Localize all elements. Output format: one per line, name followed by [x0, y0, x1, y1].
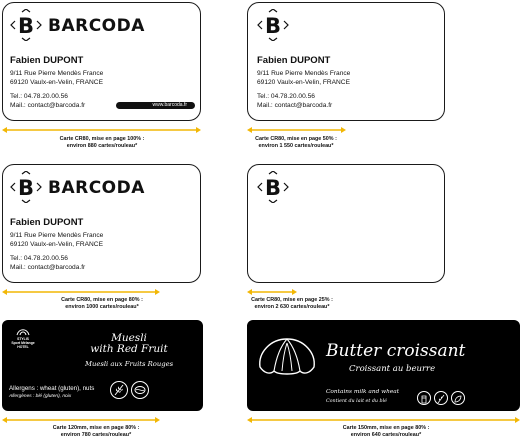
caption-5-line-1: Carte 120mm, mise en page 80% : — [52, 425, 140, 431]
hotel-logo-icon — [16, 329, 30, 336]
contains-en: Contains milk and wheat — [326, 389, 400, 395]
address-line-1: 9/11 Rue Pierre Mendès France — [10, 70, 104, 77]
wheat-icon — [110, 381, 128, 399]
caption-6-line-2: environ 640 cartes/rouleau* — [350, 431, 422, 438]
width-arrow-5 — [2, 417, 160, 423]
logo-mark: B — [256, 9, 290, 41]
caption-3-line-1: Carte CR80, mise en page 80% : — [61, 297, 143, 303]
barcoda-logo-small: B — [256, 9, 290, 41]
contact-name: Fabien DUPONT — [257, 55, 331, 66]
logo-mark: B — [9, 9, 43, 41]
width-arrow-1 — [2, 127, 201, 133]
contact-name: Fabien DUPONT — [10, 217, 84, 228]
contains-fr: Contient du lait et du blé — [326, 399, 387, 404]
brand-name: BARCODA — [48, 16, 145, 36]
width-arrow-2 — [247, 127, 346, 133]
card-croissant: Butter croissant Croissant au beurre Con… — [247, 320, 520, 411]
address-line-2: 69120 Vaulx-en-Velin, FRANCE — [10, 79, 103, 86]
contact-tel: Tel.: 04.78.20.00.56 — [10, 93, 68, 100]
caption-3-line-2: environ 1000 cartes/rouleau* — [65, 303, 139, 310]
logo-mark: B — [9, 171, 43, 203]
logo-brackets-icon — [257, 9, 289, 41]
logo-mark: B — [256, 171, 290, 203]
hotel-name: STYLIS Sport Mélange HOTEL — [6, 337, 40, 350]
caption-4-line-2: environ 2 630 cartes/rouleau* — [254, 303, 330, 310]
caption-5-line-2: environ 780 cartes/rouleau* — [60, 431, 132, 438]
caption-2: Carte CR80, mise en page 50% : environ 1… — [236, 136, 356, 149]
width-arrow-3 — [2, 289, 160, 295]
address-line-1: 9/11 Rue Pierre Mendès France — [257, 70, 351, 77]
caption-3: Carte CR80, mise en page 80% : environ 1… — [32, 297, 172, 310]
logo-brackets-icon — [257, 171, 289, 203]
allergens-en: Allergens : wheat (gluten), nuts — [9, 385, 95, 392]
logo-letter: B — [264, 13, 281, 38]
caption-4: Carte CR80, mise en page 25% : environ 2… — [232, 297, 352, 310]
barcoda-logo-small: B — [256, 171, 290, 203]
hotel-line-2: Sport Mélange — [11, 341, 35, 346]
caption-1: Carte CR80, mise en page 100% : environ … — [32, 136, 172, 149]
address-line-1: 9/11 Rue Pierre Mendès France — [10, 232, 104, 239]
caption-4-line-1: Carte CR80, mise en page 25% : — [251, 297, 333, 303]
width-arrow-4 — [247, 289, 297, 295]
croissant-icon — [259, 338, 315, 375]
caption-1-line-2: environ 880 cartes/rouleau* — [66, 142, 138, 149]
card-cr80-80: B BARCODA Fabien DUPONT 9/11 Rue Pierre … — [2, 164, 201, 283]
grain-icon — [451, 391, 465, 405]
logo-letter: B — [17, 175, 34, 200]
caption-6-line-1: Carte 150mm, mise en page 80% : — [342, 425, 430, 431]
website-pill: www.barcoda.fr — [116, 102, 195, 109]
card-cr80-50: B Fabien DUPONT 9/11 Rue Pierre Mendès F… — [247, 2, 445, 121]
card-cr80-100: B BARCODA Fabien DUPONT 9/11 Rue Pierre … — [2, 2, 201, 121]
barcoda-logo: B BARCODA — [9, 9, 145, 41]
contact-name: Fabien DUPONT — [10, 55, 84, 66]
milk-icon — [417, 391, 431, 405]
address-line-2: 69120 Vaulx-en-Velin, FRANCE — [10, 241, 103, 248]
contact-mail: Mail.: contact@barcoda.fr — [257, 102, 333, 109]
caption-6: Carte 150mm, mise en page 80% : environ … — [316, 425, 456, 438]
width-arrow-6 — [247, 417, 520, 423]
hotel-line-1: STYLIS — [17, 337, 29, 341]
product-title-line-2: with Red Fruit — [90, 343, 168, 355]
caption-2-line-1: Carte CR80, mise en page 50% : — [255, 136, 337, 142]
contact-mail: Mail.: contact@barcoda.fr — [10, 264, 86, 271]
address-line-2: 69120 Vaulx-en-Velin, FRANCE — [257, 79, 350, 86]
card-cr80-25: B — [247, 164, 445, 283]
caption-5: Carte 120mm, mise en page 80% : environ … — [26, 425, 166, 438]
product-title-line-1: Muesli — [111, 332, 147, 344]
contact-tel: Tel.: 04.78.20.00.56 — [10, 255, 68, 262]
hotel-line-3: HOTEL — [17, 345, 29, 350]
logo-brackets-icon — [10, 171, 42, 203]
contact-tel: Tel.: 04.78.20.00.56 — [257, 93, 315, 100]
nut-icon — [131, 381, 149, 399]
caption-2-line-2: environ 1 550 cartes/rouleau* — [258, 142, 334, 149]
brand-name: BARCODA — [48, 178, 145, 198]
product-title: Butter croissant — [326, 341, 466, 361]
contact-mail: Mail.: contact@barcoda.fr — [10, 102, 86, 109]
product-title: Muesli with Red Fruit — [69, 333, 189, 355]
wheat-icon — [434, 391, 448, 405]
caption-1-line-1: Carte CR80, mise en page 100% : — [59, 136, 145, 142]
product-subtitle: Muesli aux Fruits Rouges — [85, 360, 174, 368]
barcoda-logo: B BARCODA — [9, 171, 145, 203]
logo-letter: B — [264, 175, 281, 200]
product-subtitle: Croissant au beurre — [349, 364, 436, 374]
logo-brackets-icon — [10, 9, 42, 41]
card-muesli: STYLIS Sport Mélange HOTEL Muesli with R… — [2, 320, 203, 411]
logo-letter: B — [17, 13, 34, 38]
allergens-fr: Allergènes : blé (gluten), noix — [9, 394, 72, 399]
